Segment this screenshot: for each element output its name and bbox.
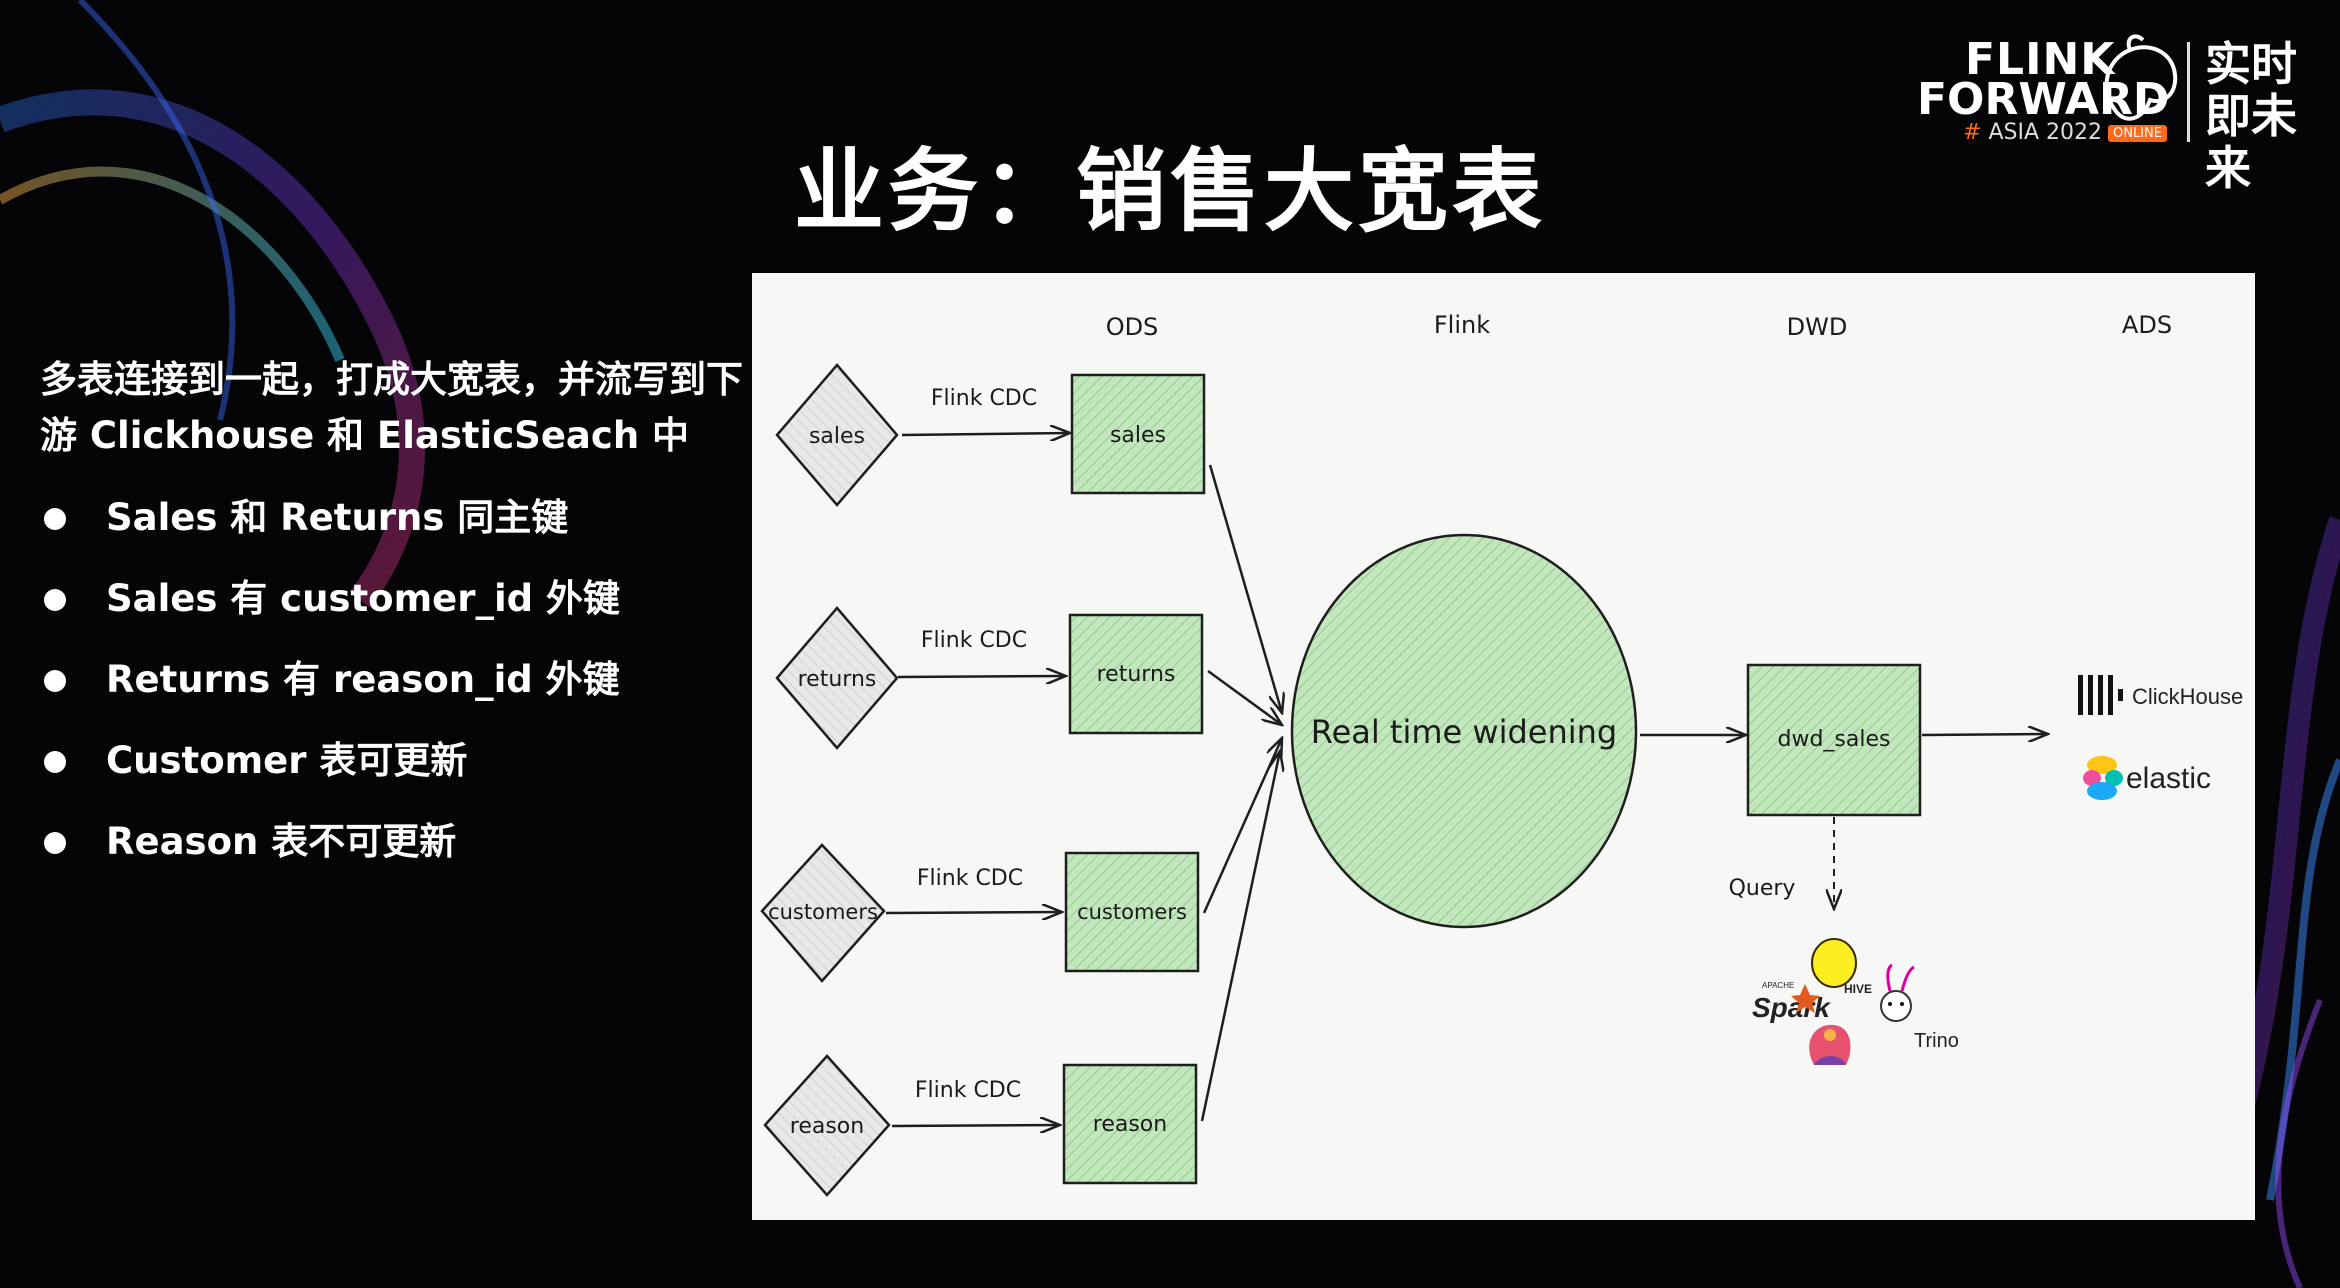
bullet-item: Sales 有 customer_id 外键 <box>40 571 620 652</box>
process-circle <box>1290 533 1638 929</box>
spark-star-icon <box>1791 984 1820 1013</box>
dwd-table-label: dwd_sales <box>1778 727 1891 752</box>
squirrel-icon <box>2104 34 2178 121</box>
slide-title: 业务：销售大宽表 <box>794 139 1546 244</box>
spark-label: Spark <box>1752 992 1831 1023</box>
ods-table-label: customers <box>1077 900 1187 924</box>
cdc-label: Flink CDC <box>921 628 1027 653</box>
flink-squirrel-icon <box>1809 1024 1851 1065</box>
source-label: returns <box>798 667 877 692</box>
intro-text: 多表连接到一起，打成大宽表，并流写到下游 Clickhouse 和 Elasti… <box>40 358 743 457</box>
ods-table-box <box>1068 613 1204 735</box>
trino-logo: Trino <box>1880 963 1959 1052</box>
source-label: customers <box>768 900 878 924</box>
hive-label: HIVE <box>1844 982 1872 996</box>
bullet-item: Returns 有 reason_id 外键 <box>40 652 620 733</box>
bullet-dot <box>44 670 66 692</box>
dwd-table-box <box>1746 663 1922 817</box>
column-header-dwd: DWD <box>1787 313 1848 341</box>
trino-label: Trino <box>1914 1030 1959 1052</box>
logo-flink-text: FLINK <box>1965 34 2116 85</box>
cdc-label: Flink CDC <box>931 386 1037 411</box>
hive-icon <box>1811 938 1857 988</box>
elastic-label: elastic <box>2126 762 2211 795</box>
cdc-label: Flink CDC <box>917 866 1023 891</box>
ods-table-box <box>1062 1063 1198 1185</box>
source-diamond <box>775 363 899 507</box>
spark-apache-label: APACHE <box>1762 981 1794 990</box>
online-badge: ONLINE <box>2107 124 2167 142</box>
clickhouse-label: ClickHouse <box>2132 684 2243 709</box>
query-label: Query <box>1729 876 1796 901</box>
cdc-arrow <box>897 676 1066 677</box>
bullet-list: Sales 和 Returns 同主键 Sales 有 customer_id … <box>40 490 620 895</box>
flow-arrow <box>1202 738 1282 914</box>
cdc-label: Flink CDC <box>915 1078 1021 1103</box>
source-diamond <box>763 1054 891 1197</box>
source-label: sales <box>809 424 865 449</box>
bullet-item: Reason 表不可更新 <box>40 814 620 895</box>
hive-logo: HIVE <box>1811 938 1872 996</box>
column-header-ads: ADS <box>2122 311 2172 339</box>
elastic-icon <box>2083 756 2123 800</box>
cdc-arrow <box>885 912 1062 913</box>
flow-arrow <box>1200 751 1280 1122</box>
source-label: reason <box>790 1114 864 1139</box>
bullet-item: Sales 和 Returns 同主键 <box>40 490 620 571</box>
ods-table-label: returns <box>1097 662 1176 687</box>
bullet-dot <box>44 751 66 773</box>
clickhouse-icon <box>2078 675 2083 715</box>
bullet-item: Customer 表可更新 <box>40 733 620 814</box>
logo-slogan: 实时即未来 <box>2205 37 2297 195</box>
cdc-arrow <box>901 433 1070 435</box>
architecture-diagram: ODS Flink DWD ADS sales Flink CDC sales … <box>752 273 2255 1220</box>
ods-table-box <box>1064 851 1200 973</box>
column-header-ods: ODS <box>1106 313 1159 341</box>
flow-arrow <box>1208 464 1282 713</box>
column-header-flink: Flink <box>1434 311 1490 339</box>
flow-arrow <box>1207 669 1282 725</box>
elastic-logo: elastic <box>2083 756 2211 800</box>
ods-table-box <box>1070 373 1206 495</box>
logo-divider <box>2187 42 2190 142</box>
process-label: Real time widening <box>1311 713 1617 751</box>
source-diamond <box>775 606 899 750</box>
spark-logo: Spark APACHE <box>1752 981 1831 1023</box>
clickhouse-logo: ClickHouse <box>2078 675 2243 715</box>
source-diamond <box>760 843 886 983</box>
bullet-dot <box>44 832 66 854</box>
logo-forward-text: FORWARD <box>1917 74 2170 125</box>
trino-bunny-icon <box>1880 963 1915 1022</box>
flow-arrow <box>1921 734 2048 735</box>
bullet-dot <box>44 589 66 611</box>
ods-table-label: sales <box>1110 423 1166 448</box>
bullet-dot <box>44 508 66 530</box>
cdc-arrow <box>891 1125 1060 1126</box>
ods-table-label: reason <box>1093 1112 1167 1137</box>
